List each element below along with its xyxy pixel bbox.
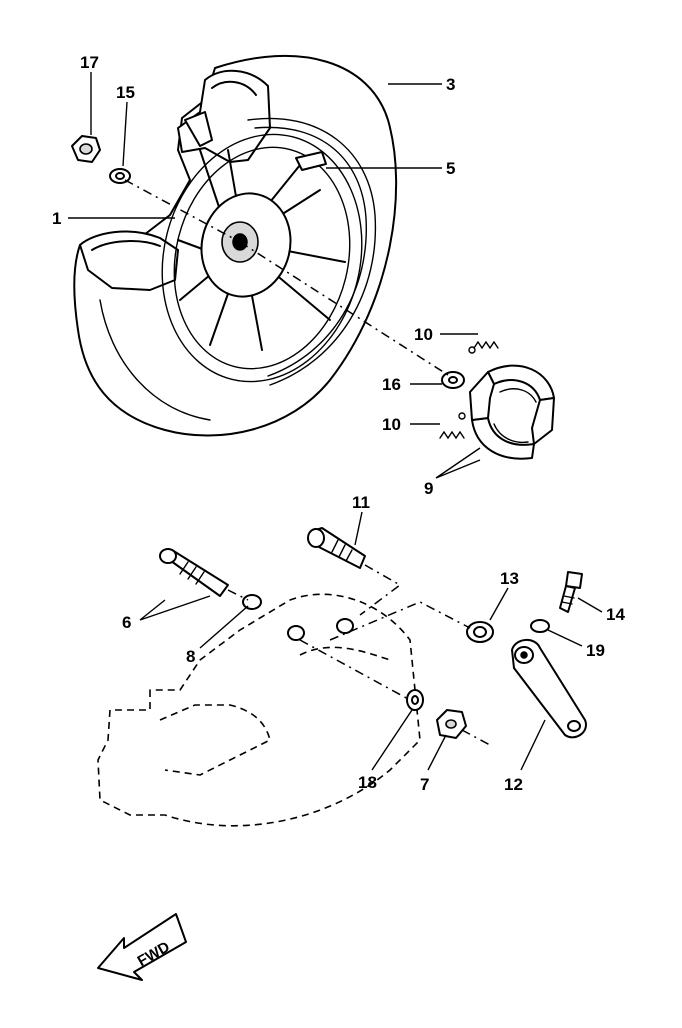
callout-5: 5 — [446, 159, 455, 178]
callout-labels: 17 15 3 5 1 10 16 10 9 11 6 8 13 14 19 1… — [52, 53, 625, 794]
arrow-fwd-icon: FWD — [97, 913, 187, 981]
axle-nut — [71, 135, 101, 163]
hex-nut — [436, 709, 467, 739]
callout-12: 12 — [504, 775, 523, 794]
plain-washer — [109, 168, 131, 184]
callout-13: 13 — [500, 569, 519, 588]
callout-19: 19 — [586, 641, 605, 660]
callout-10-lower: 10 — [382, 415, 401, 434]
callout-17: 17 — [80, 53, 99, 72]
brake-shoe-set — [469, 364, 555, 460]
cam-washer — [466, 621, 494, 643]
callout-1: 1 — [52, 209, 61, 228]
callout-18: 18 — [358, 773, 377, 792]
callout-14: 14 — [606, 605, 625, 624]
callout-7: 7 — [420, 775, 429, 794]
rear-axle — [159, 548, 229, 597]
callout-10-upper: 10 — [414, 325, 433, 344]
rear-wheel — [73, 55, 398, 437]
bolt-washer — [530, 619, 550, 633]
assembly-lines — [124, 179, 491, 746]
leader-lines — [68, 72, 603, 771]
pinch-bolt — [559, 571, 583, 613]
brake-camshaft — [307, 527, 366, 569]
brake-washer — [441, 371, 465, 389]
tension-spring-upper — [468, 340, 499, 354]
swingarm-washer — [406, 689, 424, 711]
callout-6: 6 — [122, 613, 131, 632]
brake-cam-lever — [511, 639, 587, 739]
callout-15: 15 — [116, 83, 135, 102]
swing-arm — [97, 593, 421, 827]
callout-9: 9 — [424, 479, 433, 498]
circlip — [242, 594, 262, 610]
callout-3: 3 — [446, 75, 455, 94]
tension-spring-lower — [439, 412, 466, 440]
callout-16: 16 — [382, 375, 401, 394]
callout-8: 8 — [186, 647, 195, 666]
callout-11: 11 — [352, 493, 370, 512]
